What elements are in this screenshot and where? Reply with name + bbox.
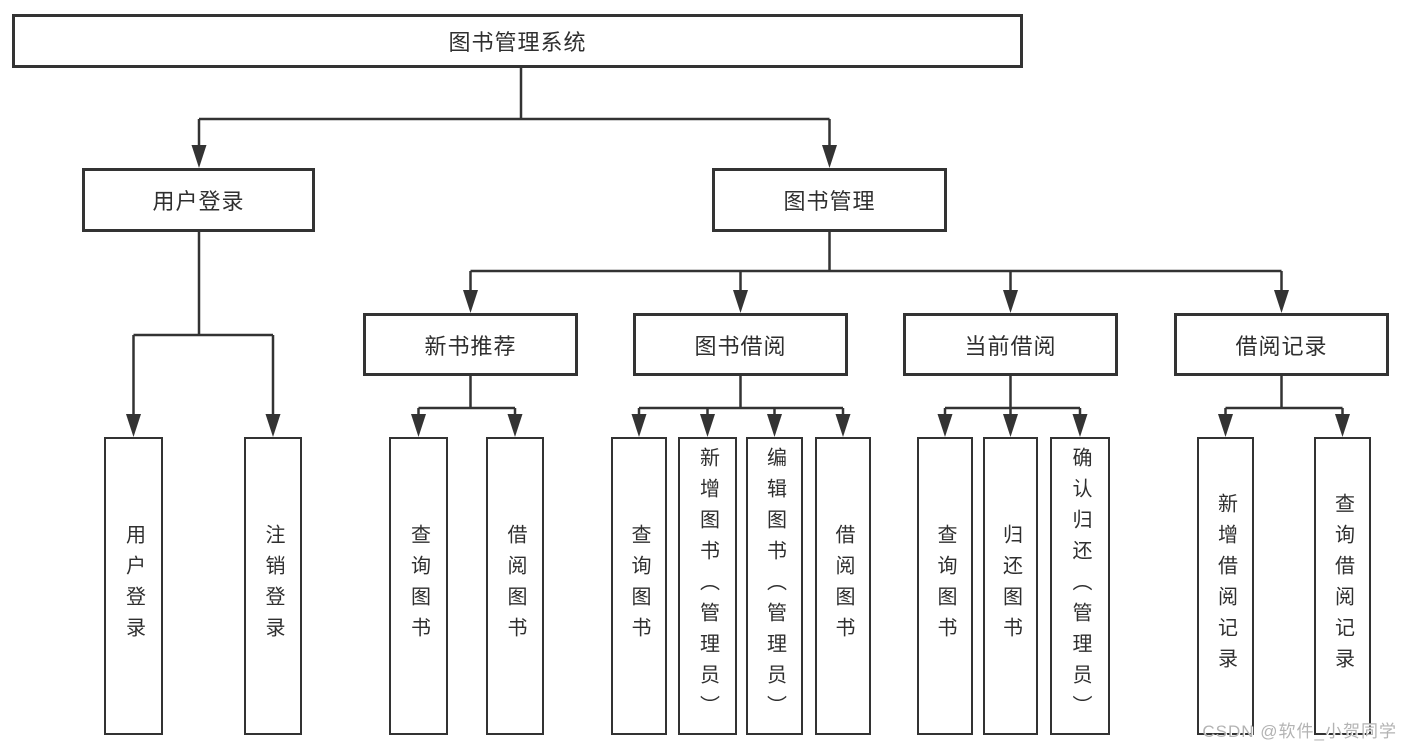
node-current-borrow: 当前借阅: [903, 313, 1118, 376]
leaf-query-books-recommend: 查询图书: [389, 437, 448, 735]
arrowhead-icon: [411, 414, 426, 437]
arrowhead-icon: [1335, 414, 1350, 437]
leaf-query-borrow-record: 查询借阅记录: [1314, 437, 1371, 735]
leaf-label: 编辑图书（管理员）: [763, 446, 786, 726]
node-borrow-records: 借阅记录: [1174, 313, 1389, 376]
arrowhead-icon: [631, 414, 647, 437]
csdn-watermark: CSDN @软件_小贺同学: [1202, 722, 1397, 741]
leaf-return-book: 归还图书: [983, 437, 1038, 735]
leaf-add-borrow-record: 新增借阅记录: [1197, 437, 1254, 735]
node-new-book-recommend: 新书推荐: [363, 313, 578, 376]
arrowhead-icon: [1072, 414, 1088, 437]
leaf-label: 新增借阅记录: [1214, 493, 1237, 679]
arrowhead-icon: [733, 290, 748, 313]
arrowhead-icon: [1003, 414, 1018, 437]
arrowhead-icon: [1218, 414, 1233, 437]
arrowhead-icon: [700, 414, 715, 437]
leaf-query-books-borrow: 查询图书: [611, 437, 667, 735]
leaf-label: 归还图书: [999, 524, 1022, 648]
arrowhead-icon: [265, 414, 281, 437]
leaf-user-login: 用户登录: [104, 437, 163, 735]
arrowhead-icon: [507, 414, 523, 437]
leaf-label: 注销登录: [262, 524, 284, 648]
arrowhead-icon: [463, 290, 478, 313]
arrowhead-icon: [1274, 290, 1289, 313]
leaf-borrow-books: 借阅图书: [815, 437, 871, 735]
leaf-label: 借阅图书: [832, 524, 854, 648]
node-root: 图书管理系统: [12, 14, 1023, 68]
leaf-label: 用户登录: [122, 524, 145, 648]
leaf-logout: 注销登录: [244, 437, 302, 735]
leaf-label: 确认归还（管理员）: [1069, 446, 1091, 726]
node-user-login: 用户登录: [82, 168, 315, 232]
leaf-label: 查询图书: [934, 524, 956, 648]
leaf-label: 查询图书: [407, 524, 430, 648]
arrowhead-icon: [1003, 290, 1018, 313]
node-book-borrow: 图书借阅: [633, 313, 848, 376]
arrowhead-icon: [822, 145, 837, 168]
arrowhead-icon: [767, 414, 782, 437]
leaf-query-books-current: 查询图书: [917, 437, 973, 735]
leaf-label: 借阅图书: [504, 524, 526, 648]
arrowhead-icon: [126, 414, 141, 437]
arrowhead-icon: [835, 414, 851, 437]
leaf-label: 新增图书（管理员）: [696, 446, 719, 726]
leaf-confirm-return-admin: 确认归还（管理员）: [1050, 437, 1110, 735]
arrowhead-icon: [937, 414, 953, 437]
leaf-borrow-books-recommend: 借阅图书: [486, 437, 544, 735]
leaf-edit-book-admin: 编辑图书（管理员）: [746, 437, 803, 735]
leaf-label: 查询借阅记录: [1331, 493, 1354, 679]
leaf-label: 查询图书: [628, 524, 650, 648]
arrowhead-icon: [191, 145, 207, 168]
node-book-management: 图书管理: [712, 168, 947, 232]
leaf-add-book-admin: 新增图书（管理员）: [678, 437, 737, 735]
